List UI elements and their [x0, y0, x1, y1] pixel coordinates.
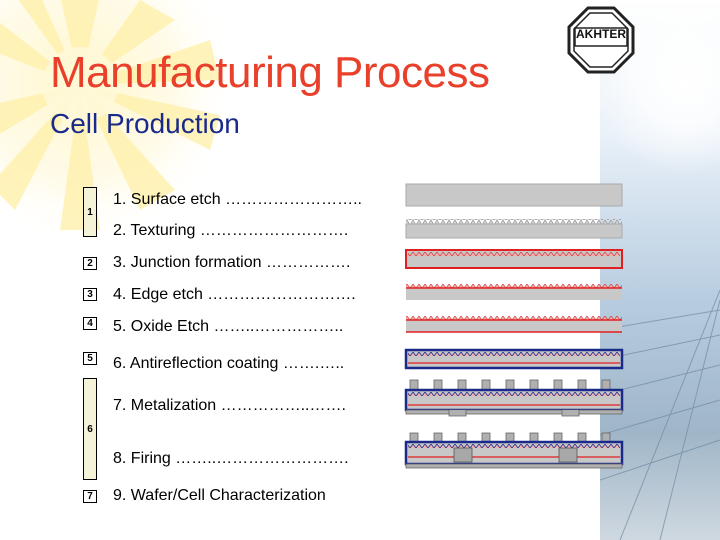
- step-firing: 8. Firing ……..…………………….: [113, 450, 349, 467]
- wafer-ar-coating: [404, 348, 624, 370]
- step-characterization: 9. Wafer/Cell Characterization: [113, 487, 326, 504]
- page-subtitle: Cell Production: [50, 108, 240, 139]
- step-number-box: 3: [83, 288, 97, 301]
- octagon-logo-icon: [567, 6, 635, 74]
- step-number-box: 2: [83, 257, 97, 270]
- wafer-texturing: [405, 219, 623, 239]
- wafer-edge-etch: [406, 284, 622, 300]
- page-title: Manufacturing Process: [50, 48, 490, 97]
- step-number-box: 7: [83, 490, 97, 503]
- wafer-oxide-etch: [406, 316, 622, 333]
- step-number-box: 5: [83, 352, 97, 365]
- wafer-firing: [404, 432, 624, 469]
- wafer-metalization: [404, 379, 624, 417]
- logo-text: AKHTER: [576, 27, 626, 41]
- step-edge-etch: 4. Edge etch ……………………….: [113, 286, 356, 303]
- step-number-box: 4: [83, 317, 97, 330]
- step-metalization: 7. Metalization ……………..…….: [113, 397, 346, 414]
- wafer-cross-section-icon: [404, 183, 624, 469]
- step-junction-formation: 3. Junction formation …………….: [113, 254, 351, 271]
- wafer-surface-etch: [405, 183, 623, 207]
- step-texturing: 2. Texturing ……………………….: [113, 222, 349, 239]
- step-number-box: 1: [83, 187, 97, 237]
- step-oxide-etch: 5. Oxide Etch ……..……………..: [113, 318, 344, 335]
- wafer-junction: [405, 249, 623, 269]
- step-antireflection-coating: 6. Antireflection coating …….…..: [113, 355, 345, 372]
- step-surface-etch: 1. Surface etch ……………………..: [113, 191, 362, 208]
- step-number-box: 6: [83, 378, 97, 480]
